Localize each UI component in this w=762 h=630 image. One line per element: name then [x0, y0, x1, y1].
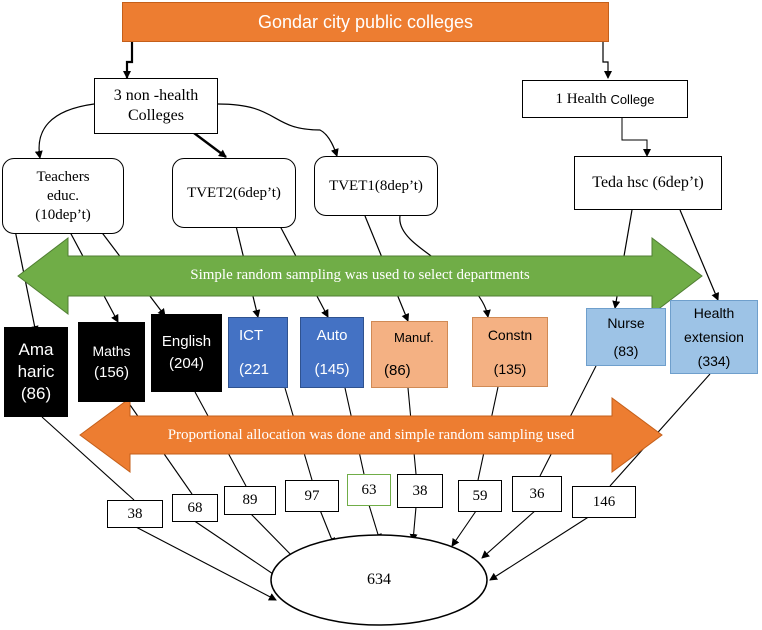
dept-maths-count: (156): [93, 364, 130, 381]
dept-nurse: Nurse (83): [586, 308, 666, 366]
orange-banner-arrow: [79, 397, 663, 473]
total-sample: 634: [271, 566, 487, 594]
non-health-line1: 3 non -health: [113, 87, 199, 104]
sample-value: 89: [242, 492, 258, 508]
dept-maths: Maths (156): [78, 322, 145, 402]
dept-amharic-line1: Ama: [18, 340, 54, 359]
teachers-line2: educ.: [46, 187, 80, 204]
tvet2-college-box: TVET2(6dep’t): [172, 158, 296, 228]
teda-college-box: Teda hsc (6dep’t): [574, 156, 722, 210]
dept-constn: Constn (135): [472, 317, 548, 387]
total-value: 634: [367, 571, 391, 588]
sample-box-manuf: 38: [397, 474, 443, 508]
dept-english-label: English: [161, 333, 212, 350]
dept-health-extension-line1: Health: [693, 305, 735, 321]
dept-constn-label: Constn: [487, 327, 533, 343]
dept-manuf-label: Manuf.: [394, 330, 434, 346]
dept-health-extension-count: (334): [697, 353, 731, 369]
dept-amharic: Ama haric (86): [4, 327, 68, 417]
sample-box-nurse: 36: [512, 476, 562, 512]
sample-box-ict: 97: [285, 480, 339, 512]
green-banner-arrow: [17, 236, 703, 316]
sample-value: 38: [127, 505, 143, 522]
non-health-colleges-box: 3 non -health Colleges: [94, 78, 218, 134]
health-college-suffix: College: [610, 91, 655, 107]
dept-health-extension: Health extension (334): [670, 300, 758, 374]
sample-value: 59: [472, 487, 488, 504]
dept-ict-count: (221: [239, 361, 270, 379]
teachers-line1: Teachers: [36, 168, 90, 185]
dept-auto: Auto (145): [300, 317, 364, 388]
dept-amharic-line2: haric: [17, 362, 55, 381]
title-text: Gondar city public colleges: [257, 11, 474, 32]
dept-nurse-label: Nurse: [607, 315, 645, 331]
sample-value: 38: [412, 482, 428, 499]
total-ellipse: [270, 534, 488, 626]
sample-value: 146: [592, 493, 616, 510]
teda-label: Teda hsc (6dep’t): [592, 174, 704, 191]
sample-value: 68: [187, 499, 203, 516]
sample-value: 36: [529, 485, 545, 502]
dept-health-extension-line2: extension: [684, 329, 744, 345]
sample-value: 97: [304, 487, 320, 504]
dept-constn-count: (135): [493, 361, 527, 377]
tvet1-label: TVET1(8dep’t): [329, 177, 423, 194]
teachers-college-box: Teachers educ. (10dep’t): [2, 158, 124, 234]
dept-ict: ICT (221: [228, 317, 288, 388]
teachers-line3: (10dep’t): [35, 206, 91, 223]
dept-english-count: (204): [168, 355, 205, 372]
sample-box-maths: 68: [172, 494, 218, 522]
green-banner-text: Simple random sampling was used to selec…: [190, 267, 530, 283]
dept-manuf: Manuf. (86): [371, 321, 448, 388]
tvet2-label: TVET2(6dep’t): [187, 184, 281, 201]
dept-auto-count: (145): [314, 361, 350, 379]
dept-nurse-count: (83): [613, 343, 639, 359]
health-college-prefix: 1 Health: [555, 90, 607, 107]
non-health-line2: Colleges: [128, 107, 184, 124]
tvet1-college-box: TVET1(8dep’t): [314, 156, 438, 216]
sample-box-english: 89: [224, 486, 276, 515]
sample-box-constn: 59: [458, 480, 502, 512]
health-college-box: 1 Health College: [522, 80, 688, 118]
sample-value: 63: [361, 481, 377, 498]
sample-box-amharic: 38: [107, 500, 163, 528]
dept-maths-label: Maths: [92, 343, 131, 359]
dept-amharic-count: (86): [20, 384, 52, 403]
sample-box-health-extension: 146: [572, 486, 636, 518]
orange-banner-text: Proportional allocation was done and sim…: [167, 427, 575, 443]
title-banner: Gondar city public colleges: [122, 2, 609, 42]
dept-english: English (204): [151, 314, 222, 392]
sample-box-auto: 63: [347, 474, 391, 506]
dept-auto-label: Auto: [316, 326, 348, 344]
dept-manuf-count: (86): [384, 361, 411, 379]
dept-ict-label: ICT: [239, 326, 264, 344]
